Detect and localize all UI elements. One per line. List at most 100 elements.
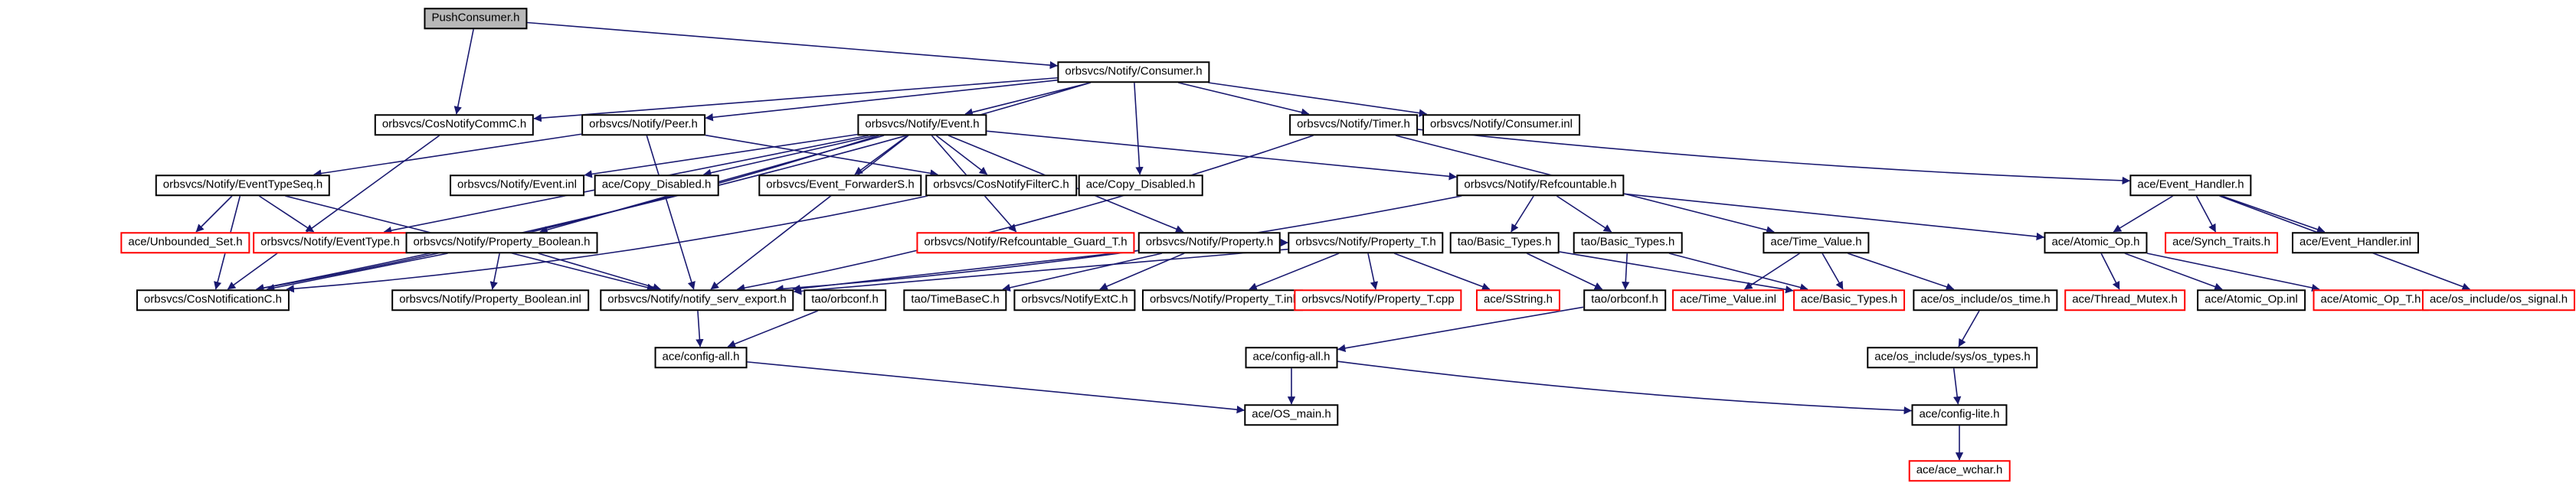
- graph-node-atomicopinl[interactable]: ace/Atomic_Op.inl: [2197, 289, 2306, 311]
- graph-node-configlite[interactable]: ace/config-lite.h: [1911, 404, 2008, 426]
- graph-node-propertybooleaninl[interactable]: orbsvcs/Notify/Property_Boolean.inl: [391, 289, 589, 311]
- graph-node-osmain[interactable]: ace/OS_main.h: [1244, 404, 1339, 426]
- include-edge-configall1-to-osmain: [747, 361, 1245, 414]
- include-edge-timevalue-to-acebasictypes: [1822, 253, 1844, 290]
- include-edge-eventhandler-to-synchtraits: [2195, 195, 2217, 233]
- graph-node-ostime[interactable]: ace/os_include/os_time.h: [1913, 289, 2058, 311]
- include-edge-pushconsumer-to-consumer: [527, 21, 1059, 70]
- include-edge-event-to-cosnotificationc: [256, 135, 879, 292]
- include-edge-orbconf1-to-configall1: [727, 310, 819, 348]
- include-edge-orbconf2-to-configall2: [1337, 306, 1584, 353]
- graph-node-timevalue[interactable]: ace/Time_Value.h: [1763, 232, 1870, 253]
- include-edge-propertyboolean-to-propertybooleaninl: [489, 253, 500, 290]
- graph-node-atomicopt[interactable]: ace/Atomic_Op_T.h: [2313, 289, 2429, 311]
- include-edge-refcountable-to-atomicop: [1624, 193, 2045, 241]
- graph-node-sstring[interactable]: ace/SString.h: [1475, 289, 1561, 311]
- graph-node-threadmutex[interactable]: ace/Thread_Mutex.h: [2064, 289, 2185, 311]
- graph-node-propertyboolean[interactable]: orbsvcs/Notify/Property_Boolean.h: [405, 232, 598, 253]
- include-edge-taobasictypes1-to-orbconf2: [1526, 253, 1603, 290]
- graph-node-configall1[interactable]: ace/config-all.h: [654, 347, 748, 368]
- graph-node-eventinl[interactable]: orbsvcs/Notify/Event.inl: [450, 175, 584, 196]
- include-edge-peer-to-eventtypeseq: [313, 133, 582, 178]
- include-edge-peer-to-servexport: [646, 135, 696, 290]
- graph-node-taobasictypes1[interactable]: tao/Basic_Types.h: [1449, 232, 1560, 253]
- graph-node-atomicop[interactable]: ace/Atomic_Op.h: [2044, 232, 2148, 253]
- graph-node-timevalueinl[interactable]: ace/Time_Value.inl: [1672, 289, 1784, 311]
- graph-node-ostypes[interactable]: ace/os_include/sys/os_types.h: [1867, 347, 2038, 368]
- include-edge-eventtypeseq-to-unboundedset: [195, 195, 233, 233]
- graph-node-consumer[interactable]: orbsvcs/Notify/Consumer.h: [1057, 61, 1210, 83]
- include-edge-propertyt-to-propertytinl: [1249, 253, 1340, 291]
- include-edge-pushconsumer-to-cosnotifycommc: [453, 28, 474, 115]
- graph-node-acewchar[interactable]: ace/ace_wchar.h: [1908, 460, 2011, 481]
- graph-node-acebasictypes[interactable]: ace/Basic_Types.h: [1793, 289, 1905, 311]
- graph-node-orbconf2[interactable]: tao/orbconf.h: [1583, 289, 1666, 311]
- include-edge-taobasictypes2-to-orbconf2: [1622, 253, 1630, 290]
- include-edge-timevalue-to-timevalueinl: [1744, 253, 1800, 290]
- include-edge-consumer-to-peer: [705, 79, 1058, 122]
- include-edge-property-to-timebasec: [1002, 253, 1163, 292]
- include-edge-atomicop-to-atomicopinl: [2124, 253, 2223, 291]
- graph-node-eventhandlerinl[interactable]: ace/Event_Handler.inl: [2292, 232, 2419, 253]
- include-edge-eventtypeseq-to-eventtype: [258, 195, 315, 233]
- include-edge-propertyboolean-to-cosnotificationc: [266, 253, 448, 292]
- include-edge-servexport-to-configall1: [696, 310, 704, 347]
- include-edge-event-to-servexport: [710, 135, 909, 290]
- include-edge-ostime-to-ostypes: [1958, 310, 1980, 347]
- include-edge-propertyt-to-sstring: [1393, 253, 1491, 291]
- graph-node-eventtypeseq[interactable]: orbsvcs/Notify/EventTypeSeq.h: [155, 175, 331, 196]
- include-edge-atomicop-to-atomicopt: [2146, 253, 2320, 292]
- graph-node-propertyt[interactable]: orbsvcs/Notify/Property_T.h: [1288, 232, 1444, 253]
- graph-node-eventforwarders[interactable]: orbsvcs/Event_ForwarderS.h: [758, 175, 922, 196]
- graph-node-copydisabled1[interactable]: ace/Copy_Disabled.h: [594, 175, 719, 196]
- include-edge-propertyt-to-propertytcpp: [1367, 253, 1379, 290]
- graph-node-propertytcpp[interactable]: orbsvcs/Notify/Property_T.cpp: [1294, 289, 1462, 311]
- graph-node-synchtraits[interactable]: ace/Synch_Traits.h: [2165, 232, 2278, 253]
- include-edge-propertyt-to-servexport: [793, 248, 1288, 295]
- graph-node-timebasec[interactable]: tao/TimeBaseC.h: [903, 289, 1007, 311]
- include-edge-propertyboolean-to-servexport: [538, 253, 661, 292]
- include-edge-eventhandler-to-eventhandlerinl: [2221, 195, 2326, 233]
- graph-node-peer[interactable]: orbsvcs/Notify/Peer.h: [581, 114, 705, 135]
- include-edge-consumer-to-timer: [1178, 82, 1310, 116]
- graph-node-consumerinl[interactable]: orbsvcs/Notify/Consumer.inl: [1422, 114, 1580, 135]
- graph-node-eventhandler[interactable]: ace/Event_Handler.h: [2129, 175, 2252, 196]
- graph-node-timer[interactable]: orbsvcs/Notify/Timer.h: [1289, 114, 1418, 135]
- graph-node-cosnotificationc[interactable]: orbsvcs/CosNotificationC.h: [136, 289, 290, 311]
- graph-node-event[interactable]: orbsvcs/Notify/Event.h: [857, 114, 987, 135]
- include-edge-ostypes-to-configlite: [1952, 367, 1962, 405]
- include-edge-eventhandler-to-atomicop: [2113, 195, 2174, 233]
- include-edge-timevalue-to-ostime: [1847, 253, 1955, 291]
- graph-node-servexport[interactable]: orbsvcs/Notify/notify_serv_export.h: [600, 289, 794, 311]
- include-edge-cosnotifycommc-to-cosnotificationc: [227, 135, 440, 290]
- graph-node-extc[interactable]: orbsvcs/NotifyExtC.h: [1013, 289, 1136, 311]
- graph-node-cosnotifycommc[interactable]: orbsvcs/CosNotifyCommC.h: [374, 114, 535, 135]
- graph-node-ossignal[interactable]: ace/os_include/os_signal.h: [2421, 289, 2576, 311]
- include-edge-peer-to-cosnotifyfilterc: [705, 134, 938, 178]
- include-edge-consumer-to-consumerinl: [1208, 82, 1428, 117]
- include-edge-property-to-servexport: [792, 250, 1139, 293]
- graph-node-property[interactable]: orbsvcs/Notify/Property.h: [1137, 232, 1281, 253]
- graph-node-cosnotifyfilterc[interactable]: orbsvcs/CosNotifyFilterC.h: [925, 175, 1077, 196]
- include-edge-consumer-to-cosnotifycommc: [533, 77, 1058, 122]
- include-edge-timer-to-eventhandler: [1417, 129, 2131, 185]
- include-edge-timer-to-servexport: [736, 135, 1314, 292]
- graph-node-taobasictypes2[interactable]: tao/Basic_Types.h: [1573, 232, 1683, 253]
- graph-node-orbconf1[interactable]: tao/orbconf.h: [804, 289, 886, 311]
- graph-node-refguard[interactable]: orbsvcs/Notify/Refcountable_Guard_T.h: [916, 232, 1135, 253]
- include-edge-refcountable-to-taobasictypes1: [1511, 195, 1534, 233]
- include-edge-event-to-eventforwarders: [854, 135, 908, 175]
- include-edge-cosnotifyfilterc-to-cosnotificationc: [286, 195, 928, 293]
- graph-node-configall2[interactable]: ace/config-all.h: [1245, 347, 1338, 368]
- graph-node-propertytinl[interactable]: orbsvcs/Notify/Property_T.inl: [1141, 289, 1304, 311]
- graph-node-pushconsumer: PushConsumer.h: [424, 8, 528, 29]
- graph-node-unboundedset[interactable]: ace/Unbounded_Set.h: [120, 232, 250, 253]
- include-edge-taobasictypes2-to-acebasictypes: [1668, 253, 1808, 292]
- graph-node-copydisabled2[interactable]: ace/Copy_Disabled.h: [1078, 175, 1203, 196]
- include-edge-event-to-refcountable: [987, 130, 1458, 181]
- include-edge-taobasictypes1-to-acebasictypes: [1559, 251, 1794, 294]
- graph-node-refcountable[interactable]: orbsvcs/Notify/Refcountable.h: [1456, 175, 1625, 196]
- include-edge-event-to-eventinl: [584, 133, 858, 178]
- graph-node-eventtype[interactable]: orbsvcs/Notify/EventType.h: [253, 232, 408, 253]
